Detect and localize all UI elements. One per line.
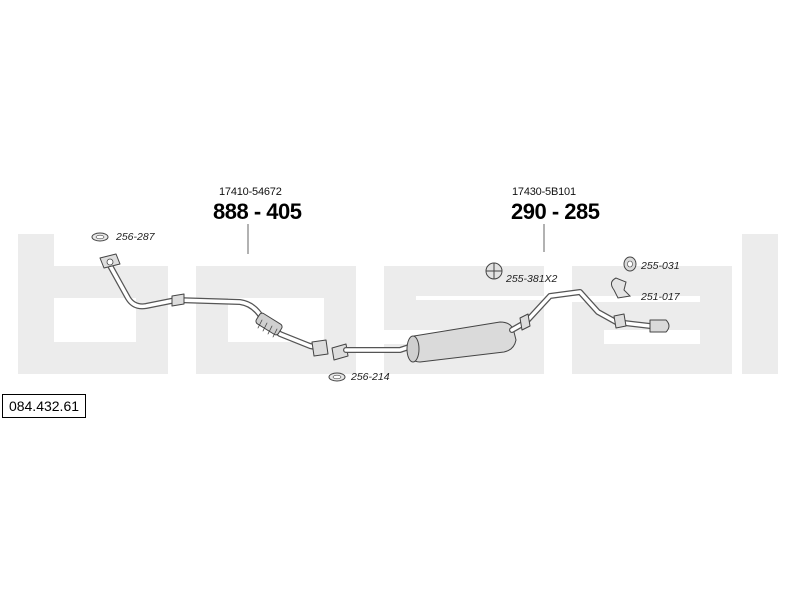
rubber-mount-255-031-icon	[623, 256, 637, 272]
ref-label-gasket-mid: 256-214	[351, 371, 390, 383]
part-code-rear-silencer: 17430-5B101	[512, 186, 576, 198]
part-number-rear-silencer: 290 - 285	[511, 199, 600, 224]
front-pipe	[99, 253, 329, 357]
part-number-front-pipe: 888 - 405	[213, 199, 302, 224]
ref-label-gasket-front: 256-287	[116, 231, 155, 243]
clamp-251-017-icon	[610, 277, 632, 299]
part-code-front-pipe: 17410-54672	[219, 186, 282, 198]
ref-label-rubber-hanger: 255-031	[641, 260, 680, 272]
ref-label-clamp: 251-017	[641, 291, 680, 303]
gasket-256-287-icon	[91, 232, 109, 242]
ref-label-rubber-mount: 255-381X2	[506, 273, 558, 285]
catalog-number: 084.432.61	[2, 394, 86, 418]
gasket-256-214-icon	[328, 372, 346, 382]
rear-silencer-assembly	[331, 289, 670, 363]
rubber-mount-255-381-icon	[485, 262, 503, 280]
